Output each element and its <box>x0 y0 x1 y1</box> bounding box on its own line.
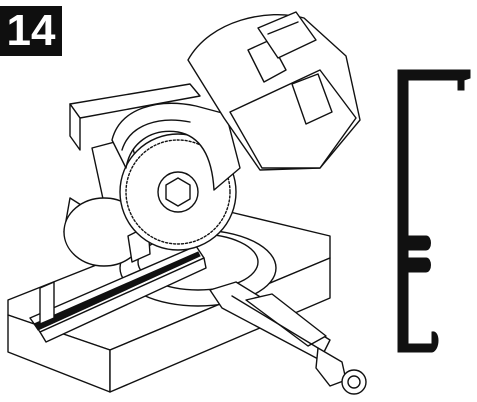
motor-housing <box>69 14 361 171</box>
blade-guard <box>111 102 241 191</box>
blade <box>119 133 237 251</box>
step-number-badge: 14 <box>0 6 62 56</box>
extrusion-profile <box>397 69 471 353</box>
handle[interactable] <box>257 11 317 59</box>
miter-arm <box>209 281 331 361</box>
fence <box>29 225 207 343</box>
lock-knob[interactable] <box>315 347 367 395</box>
